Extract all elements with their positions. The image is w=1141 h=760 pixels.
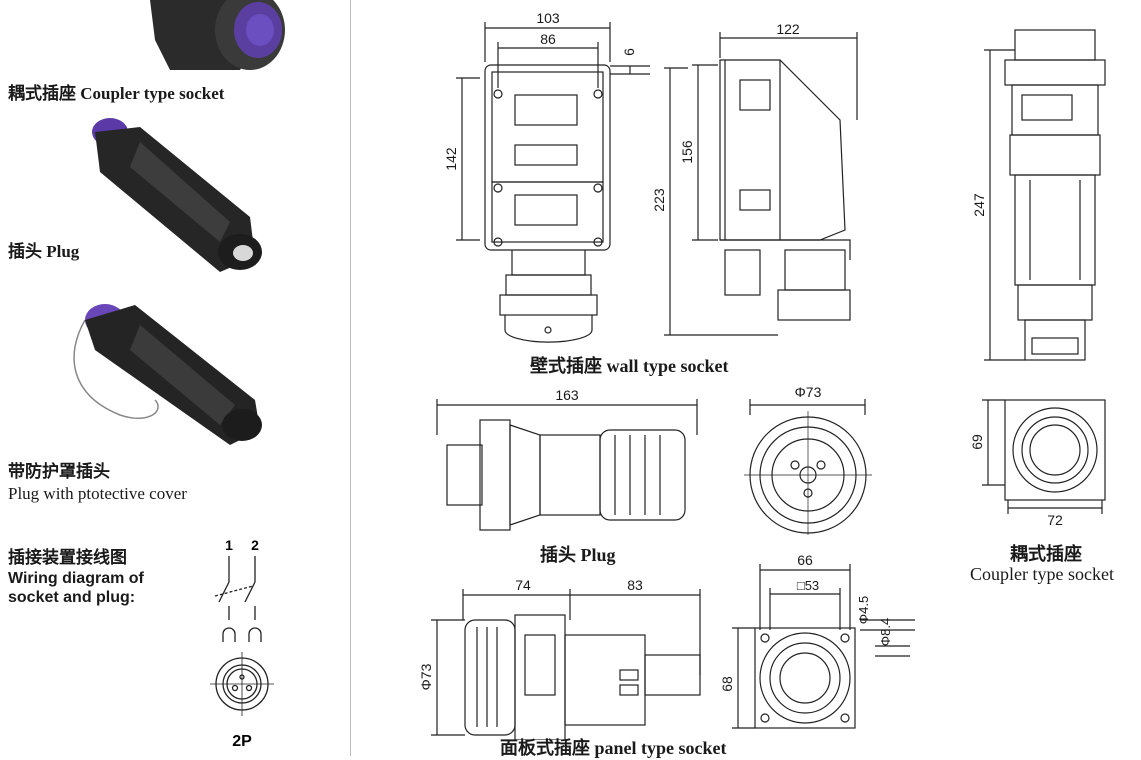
- plug-drawing: 163: [436, 387, 698, 531]
- wiring-label-cn: 插接装置接线图: [8, 548, 127, 567]
- pole-1-label: 1: [225, 537, 233, 553]
- dim-72: 72: [1047, 512, 1063, 528]
- dim-phi73-panel: Φ73: [418, 663, 434, 690]
- dim-phi45: Φ4.5: [856, 596, 871, 624]
- plug-label: 插头 Plug: [8, 242, 80, 261]
- wiring-label-en1: Wiring diagram of: [8, 570, 144, 587]
- poles-label: 2P: [232, 733, 252, 750]
- panel-socket-caption: 面板式插座 panel type socket: [500, 738, 727, 758]
- dim-103: 103: [536, 10, 560, 26]
- dim-86: 86: [540, 31, 556, 47]
- plug-cover-label-en: Plug with ptotective cover: [8, 484, 187, 503]
- plug-caption: 插头 Plug: [540, 545, 616, 565]
- wall-socket-drawing: 103 86 6 122 142 156 223: [443, 10, 858, 343]
- plug-photo: [92, 118, 262, 272]
- coupler-photo: [150, 0, 285, 70]
- dim-sq53: □53: [797, 578, 819, 593]
- dim-6: 6: [621, 48, 637, 56]
- panel-socket-drawing: 74 83 Φ73: [418, 577, 701, 740]
- plug-face-drawing: Φ73: [744, 384, 872, 535]
- dim-69: 69: [969, 434, 985, 450]
- wiring-diagram: 1 2 2P: [210, 537, 274, 750]
- dim-74: 74: [515, 577, 531, 593]
- coupler-socket-label: 耦式插座 Coupler type socket: [8, 84, 225, 103]
- wiring-label-en2: socket and plug:: [8, 589, 136, 606]
- coupler-caption-en: Coupler type socket: [970, 564, 1114, 584]
- panel-face-drawing: 66 □53 Φ4.5 Φ8.4 68: [720, 552, 915, 729]
- pole-2-label: 2: [251, 537, 259, 553]
- dim-223: 223: [651, 188, 667, 212]
- divider: [350, 0, 351, 756]
- dim-142: 142: [443, 147, 459, 171]
- dim-83: 83: [627, 577, 643, 593]
- plug-cover-photo: [73, 304, 262, 445]
- dim-phi73-plug: Φ73: [795, 384, 822, 400]
- dim-68: 68: [720, 676, 735, 692]
- coupler-drawing: 247 69 72: [969, 29, 1106, 528]
- plug-cover-label-cn: 带防护罩插头: [8, 462, 110, 481]
- dim-156: 156: [679, 140, 695, 164]
- dim-163: 163: [555, 387, 579, 403]
- dim-247: 247: [971, 193, 987, 217]
- dim-122: 122: [776, 21, 800, 37]
- wall-socket-caption: 壁式插座 wall type socket: [530, 356, 729, 376]
- coupler-caption-cn: 耦式插座: [1010, 544, 1082, 564]
- dim-phi84: Φ8.4: [878, 618, 893, 646]
- dim-66: 66: [797, 552, 813, 568]
